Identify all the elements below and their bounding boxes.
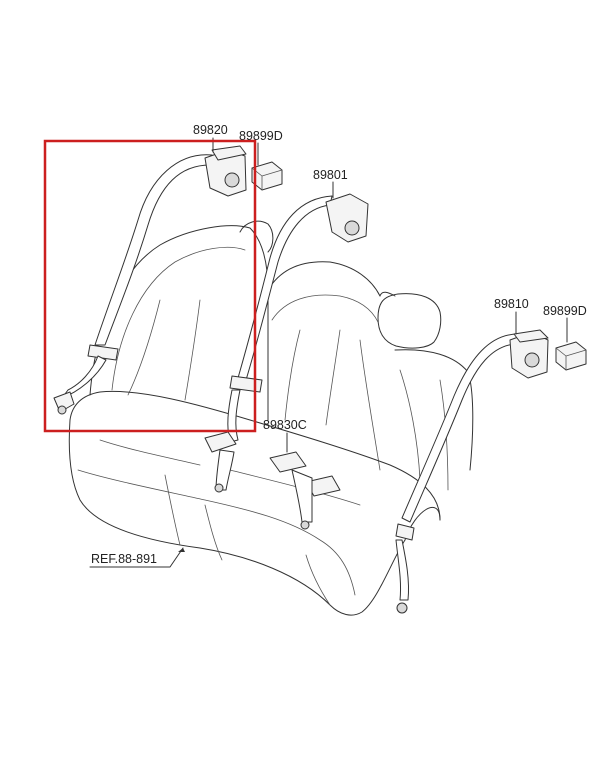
leader-lines <box>89 137 568 568</box>
right-seat-belt-assembly <box>395 329 549 614</box>
label-89830c: 89830C <box>263 418 307 432</box>
center-seat-belt-assembly <box>227 193 369 443</box>
label-89820: 89820 <box>193 123 228 137</box>
label-89899d-right: 89899D <box>543 304 587 318</box>
rear-seat-outline <box>68 220 474 616</box>
left-seat-belt-assembly <box>53 145 247 415</box>
label-89810: 89810 <box>494 297 529 311</box>
label-89899d-left: 89899D <box>239 129 283 143</box>
buckle-assembly <box>204 431 341 530</box>
cover-part-right <box>555 341 587 371</box>
label-89801: 89801 <box>313 168 348 182</box>
cover-part-left <box>251 161 283 191</box>
highlight-box <box>43 139 257 433</box>
ref-label: REF.88-891 <box>91 552 157 566</box>
